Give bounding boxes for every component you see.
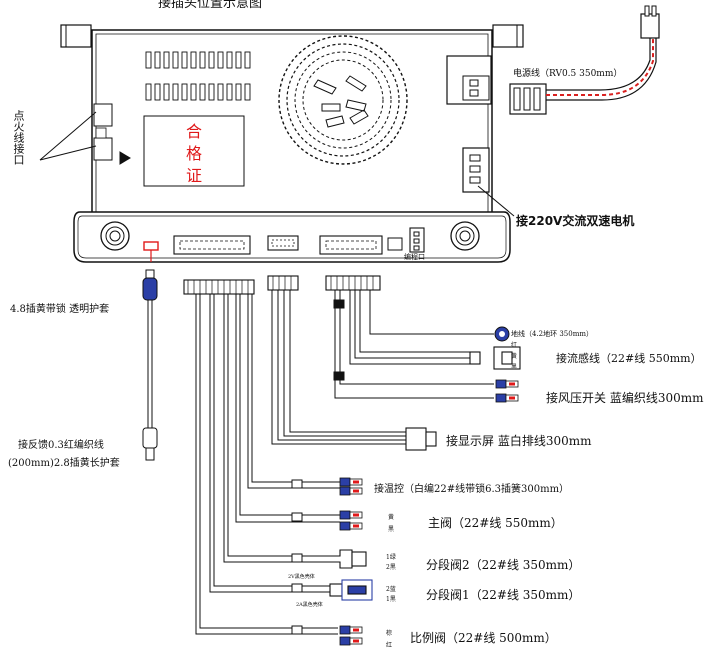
temp-lugs — [339, 477, 363, 496]
seg1-color-1: 2蓝 — [386, 586, 396, 593]
flow-sensor-plug — [469, 346, 521, 370]
flow-color-1: 红 — [511, 342, 518, 349]
feedback-wire — [142, 250, 158, 461]
seg2-note: 2V黑色壳体 — [288, 574, 315, 580]
controller-board — [73, 29, 511, 263]
vent-slots — [145, 51, 251, 101]
main-harness-plug — [183, 279, 255, 295]
prop-color-2: 红 — [386, 642, 393, 649]
wind-switch-label: 接风压开关 蓝编织线300mm — [546, 391, 704, 405]
segment-valve-2-connector — [330, 549, 367, 569]
main-color-2: 黑 — [388, 526, 395, 533]
display-socket — [267, 235, 299, 251]
segment-valve-1-label: 分段阀1（22#线 350mm） — [426, 588, 581, 602]
motor-label: 接220V交流双速电机 — [516, 214, 635, 228]
proportional-valve-lugs — [339, 625, 363, 646]
certificate-box — [143, 115, 245, 187]
program-port-label: 编程口 — [404, 253, 425, 261]
seg1-note: 2A黑色壳体 — [296, 602, 323, 608]
flow-color-3: 黑 — [511, 364, 518, 371]
ignition-port — [93, 103, 131, 165]
flow-sensor-label: 接流感线（22#线 550mm） — [556, 352, 702, 365]
small-socket — [387, 237, 403, 251]
main-valve-label: 主阀（22#线 550mm） — [428, 516, 563, 530]
segment-valve-1-connector — [329, 579, 373, 601]
ignition-port-label: 点火线接口 — [12, 110, 25, 165]
mounting-bracket-right — [492, 24, 524, 48]
cert-char-2: 格 — [185, 144, 202, 163]
mounting-bracket-left — [60, 24, 92, 48]
proportional-valve-label: 比例阀（22#线 500mm） — [410, 631, 557, 645]
program-port-socket — [409, 227, 425, 253]
feedback-label-2: (200mm)2.8插黄长护套 — [8, 458, 120, 469]
prop-color-1: 棕 — [386, 630, 393, 637]
main-valve-lugs — [339, 510, 363, 531]
segment-valve-2-label: 分段阀2（22#线 350mm） — [426, 558, 581, 572]
sensor-harness-wires — [333, 290, 494, 399]
power-plug — [509, 5, 660, 115]
feedback-socket — [143, 241, 159, 251]
power-cable — [546, 38, 657, 101]
display-label: 接显示屏 蓝白排线300mm — [446, 434, 592, 448]
main-color-1: 黄 — [388, 514, 395, 521]
display-harness-wires — [271, 290, 406, 445]
lug-48-label: 4.8插黄带锁 透明护套 — [10, 304, 110, 315]
cert-char-3: 证 — [185, 166, 202, 185]
feedback-label-1: 接反馈0.3红编织线 — [18, 440, 104, 451]
certificate-stamp: 合 格 证 — [183, 121, 205, 187]
sensor-socket — [319, 235, 383, 255]
cert-char-1: 合 — [185, 122, 202, 141]
seg1-color-2: 1黑 — [386, 596, 396, 603]
mounting-hole-left — [100, 221, 130, 251]
main-harness-wires — [195, 294, 340, 635]
seg2-color-2: 2黑 — [386, 564, 396, 571]
motor-pointer-line — [477, 185, 515, 217]
display-connector — [405, 427, 437, 451]
ground-ring — [494, 326, 510, 342]
mounting-hole-right — [450, 221, 480, 251]
power-line-label: 电源线（RV0.5 350mm） — [513, 69, 623, 79]
page-heading: 接插头位置示意图 — [158, 0, 263, 11]
ignition-pointer-lines — [39, 111, 97, 161]
display-harness-plug — [267, 275, 299, 291]
motor-terminal — [462, 147, 490, 193]
fan-grille-icon — [278, 35, 408, 165]
temp-label: 接温控（白编22#线带锁6.3插簧300mm） — [374, 484, 570, 495]
seg2-color-1: 1绿 — [386, 554, 396, 561]
power-terminal — [446, 55, 492, 105]
ground-label: 地线（4.2地环 350mm） — [511, 330, 593, 338]
main-socket — [173, 235, 251, 255]
sensor-harness-plug — [325, 275, 381, 291]
wind-switch-lugs — [495, 379, 519, 403]
flow-color-2: 黄 — [511, 353, 518, 360]
